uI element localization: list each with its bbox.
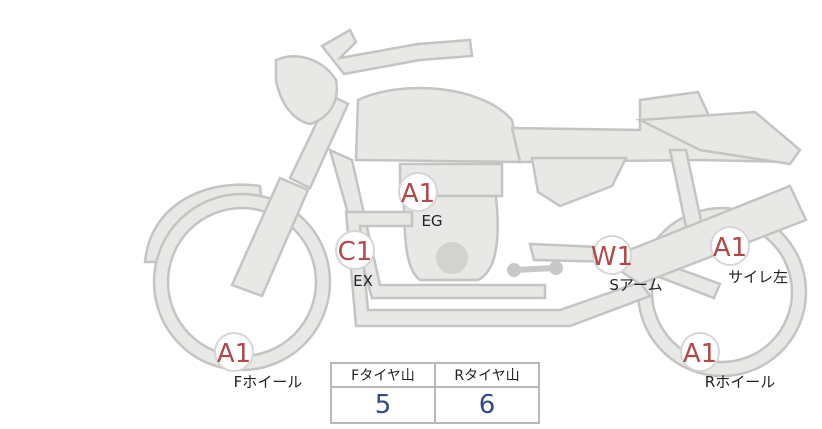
part-label: Rホイール <box>705 373 775 391</box>
frame-tube-shape <box>328 147 547 300</box>
grade-text: A1 <box>401 179 435 209</box>
grade-text: C1 <box>338 237 373 267</box>
grade-badge <box>398 172 438 212</box>
muffler-shape <box>601 184 808 286</box>
rear-tread-header: Rタイヤ山 <box>434 362 540 388</box>
table-header-row: Fタイヤ山 Rタイヤ山 <box>330 362 540 388</box>
grade-text: W1 <box>591 242 633 272</box>
grade-badge <box>335 230 375 270</box>
grade-badge <box>680 332 720 372</box>
part-label: Fホイール <box>234 373 303 391</box>
grade-badge <box>214 332 254 372</box>
handlebar-shape <box>320 28 474 76</box>
grade-badge <box>710 226 750 266</box>
part-label: EG <box>421 212 442 230</box>
front-fork-shape <box>230 176 310 298</box>
grade-text: A1 <box>683 339 717 369</box>
front-tread-header: Fタイヤ山 <box>330 362 436 388</box>
pivot-bolt-right <box>549 261 563 275</box>
exhaust-pipe-shape <box>344 210 652 328</box>
table-value-row: 5 6 <box>330 386 540 424</box>
grade-text: A1 <box>713 233 747 263</box>
pivot-bolt-left <box>507 263 521 277</box>
side-cover-shape <box>530 156 629 208</box>
front-tread-value: 5 <box>330 386 436 424</box>
marker-eg[interactable]: A1 EG <box>398 172 443 230</box>
fuel-tank-shape <box>354 86 522 164</box>
engine-block-shape <box>402 194 499 282</box>
part-label: Sアーム <box>609 276 662 294</box>
part-label: EX <box>353 272 373 290</box>
grade-text: A1 <box>217 339 251 369</box>
engine-cover <box>436 242 468 274</box>
rear-tread-value: 6 <box>434 386 540 424</box>
grade-badge <box>592 235 632 275</box>
part-label: サイレ左 <box>728 268 788 286</box>
marker-muffler[interactable]: A1 サイレ左 <box>710 226 788 286</box>
marker-swingarm[interactable]: W1 Sアーム <box>591 235 663 294</box>
headlight-shape <box>274 55 339 126</box>
marker-ex[interactable]: C1 EX <box>335 230 375 290</box>
tire-tread-table: Fタイヤ山 Rタイヤ山 5 6 <box>330 362 540 424</box>
chain-adjuster <box>511 265 559 273</box>
marker-front-wheel[interactable]: A1 Fホイール <box>214 332 303 391</box>
marker-rear-wheel[interactable]: A1 Rホイール <box>680 332 775 391</box>
rear-fender-shape <box>635 110 802 166</box>
